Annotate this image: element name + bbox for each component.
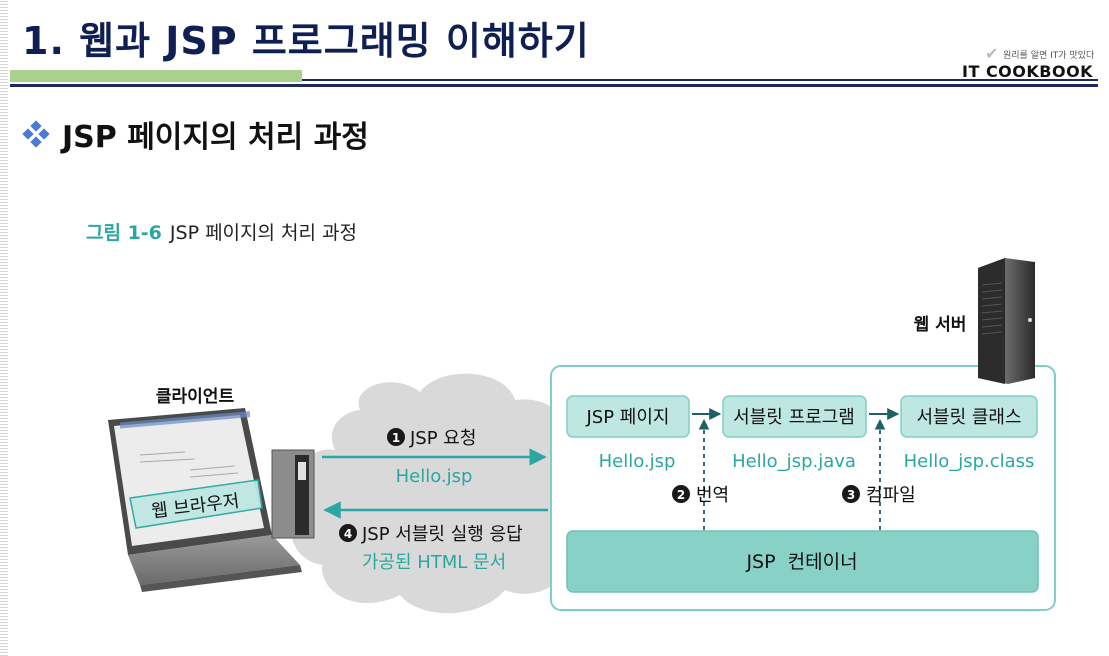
request-label: JSP 요청 — [409, 428, 476, 449]
jsp-page-label: JSP 페이지 — [586, 407, 670, 428]
step-1-icon — [387, 428, 405, 446]
step-1-number: 1 — [392, 431, 400, 445]
step-2-icon — [672, 485, 690, 503]
server-tower-icon — [978, 258, 1035, 384]
file-java: Hello_jsp.java — [732, 451, 856, 472]
checkmark-icon: ✔ — [985, 44, 999, 63]
client-laptop — [108, 408, 315, 592]
web-server-label: 웹 서버 — [914, 315, 967, 335]
step-3-number: 3 — [847, 488, 855, 502]
step-3-icon — [842, 485, 860, 503]
request-file: Hello.jsp — [396, 466, 473, 487]
subheading-text: JSP 페이지의 처리 과정 — [62, 120, 369, 155]
figure-number: 그림 1-6 — [86, 222, 162, 244]
it-cookbook-logo: IT COOKBOOK — [962, 62, 1094, 81]
translate-label: 번역 — [696, 485, 729, 506]
title-underline — [10, 84, 1098, 87]
logo-tagline: 원리를 알면 IT가 맛있다 — [1003, 51, 1095, 61]
compile-label: 컴파일 — [866, 485, 916, 506]
file-class: Hello_jsp.class — [904, 451, 1035, 472]
servlet-program-box — [722, 395, 867, 438]
slide-title: 1. 웹과 JSP 프로그래밍 이해하기 — [22, 19, 590, 63]
network-cloud — [290, 373, 592, 614]
jsp-container-label: JSP 컨테이너 — [745, 551, 857, 573]
jsp-page-box — [566, 395, 690, 438]
title-accent-bar — [10, 70, 302, 82]
left-dotted-margin — [0, 0, 8, 656]
step-4-number: 4 — [344, 527, 352, 541]
subheading: JSP 페이지의 처리 과정 — [22, 112, 369, 156]
step-2-number: 2 — [677, 488, 685, 502]
servlet-program-label: 서블릿 프로그램 — [733, 407, 855, 428]
title-underline-thin — [302, 79, 1098, 81]
response-label: JSP 서블릿 실행 응답 — [361, 524, 523, 545]
servlet-class-label: 서블릿 클래스 — [916, 407, 1021, 428]
servlet-class-box — [900, 395, 1038, 438]
figure-caption: 그림 1-6 JSP 페이지의 처리 과정 — [86, 218, 357, 245]
figure-caption-text: JSP 페이지의 처리 과정 — [169, 222, 357, 244]
response-detail: 가공된 HTML 문서 — [362, 552, 506, 573]
file-jsp: Hello.jsp — [599, 451, 676, 472]
jsp-container-box — [566, 530, 1039, 593]
step-4-icon — [339, 524, 357, 542]
client-label: 클라이언트 — [156, 387, 235, 407]
